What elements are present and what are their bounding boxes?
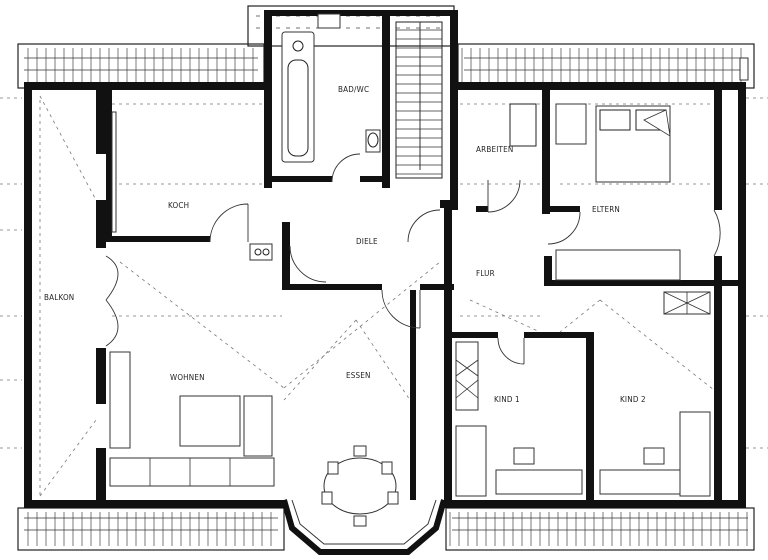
roof-lines [0, 95, 768, 497]
label-koch: KOCH [168, 201, 189, 210]
double-bed [595, 105, 671, 183]
label-kind1: KIND 1 [494, 395, 520, 404]
room-labels: BAD/WC ARBEITEN ELTERN KOCH DIELE FLUR B… [44, 85, 646, 404]
kitchen-counter [111, 111, 273, 261]
label-wohnen: WOHNEN [170, 373, 205, 382]
label-diele: DIELE [356, 237, 378, 246]
label-eltern: ELTERN [592, 205, 620, 214]
label-arbeiten: ARBEITEN [476, 145, 513, 154]
washbasin [317, 13, 341, 29]
dining-table [321, 445, 399, 527]
sofa-group [109, 351, 275, 487]
bay-window [281, 499, 447, 555]
label-essen: ESSEN [346, 371, 371, 380]
label-kind2: KIND 2 [620, 395, 646, 404]
staircase [395, 21, 443, 179]
interior-walls [96, 90, 738, 508]
door-swings [105, 153, 721, 365]
label-bad: BAD/WC [338, 85, 369, 94]
label-flur: FLUR [476, 269, 495, 278]
wardrobe-eltern [509, 103, 681, 281]
toilet [365, 129, 381, 153]
bathtub [281, 31, 315, 163]
exterior-walls [24, 10, 746, 508]
kids-furniture [455, 57, 749, 497]
label-balkon: BALKON [44, 293, 74, 302]
